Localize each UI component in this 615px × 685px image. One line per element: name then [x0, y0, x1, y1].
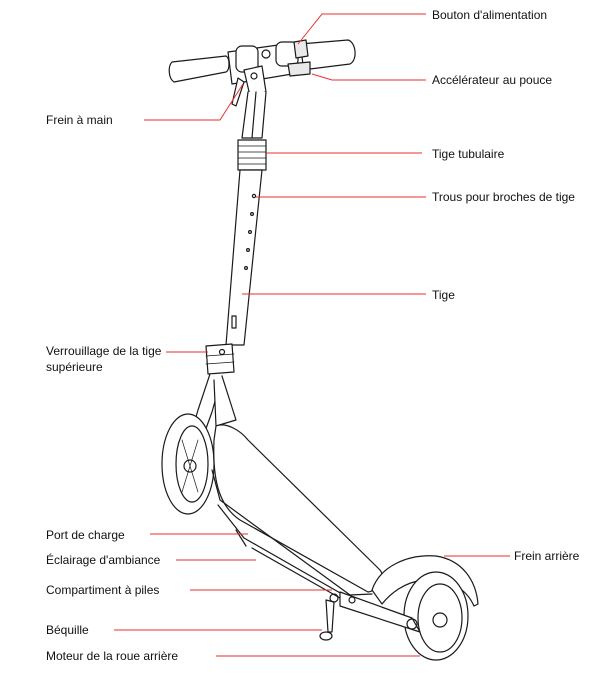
deck — [213, 424, 383, 593]
leader-hand-brake — [144, 83, 244, 121]
label-stem: Tige — [432, 288, 455, 302]
label-ambient-light: Éclairage d'ambiance — [46, 553, 161, 567]
label-stem-pin-holes: Trous pour broches de tige — [432, 190, 575, 204]
rear-wheel — [403, 571, 469, 661]
rear-fender — [371, 555, 479, 607]
front-wheel — [161, 413, 215, 515]
label-battery-compartment: Compartiment à piles — [46, 583, 160, 597]
stem-lock — [205, 343, 235, 375]
leader-thumb-throttle — [311, 73, 426, 81]
leader-power-button — [297, 13, 426, 45]
label-power-button: Bouton d'alimentation — [432, 8, 548, 22]
label-charging-port: Port de charge — [46, 528, 125, 542]
label-tube-stem: Tige tubulaire — [432, 147, 505, 161]
tube-collar — [237, 139, 267, 171]
left-grip — [168, 55, 230, 83]
label-rear-brake: Frein arrière — [514, 549, 580, 563]
right-grip — [299, 39, 356, 71]
label-upper-stem-lock: Verrouillage de la tige supérieure — [46, 344, 162, 374]
label-rear-wheel-motor: Moteur de la roue arrière — [46, 649, 179, 663]
leader-lines — [114, 13, 510, 657]
scooter-illustration — [161, 39, 479, 661]
label-kickstand: Béquille — [46, 623, 89, 637]
label-hand-brake: Frein à main — [46, 113, 113, 127]
kickstand-shape — [325, 599, 335, 633]
label-thumb-throttle: Accélérateur au pouce — [432, 73, 553, 87]
